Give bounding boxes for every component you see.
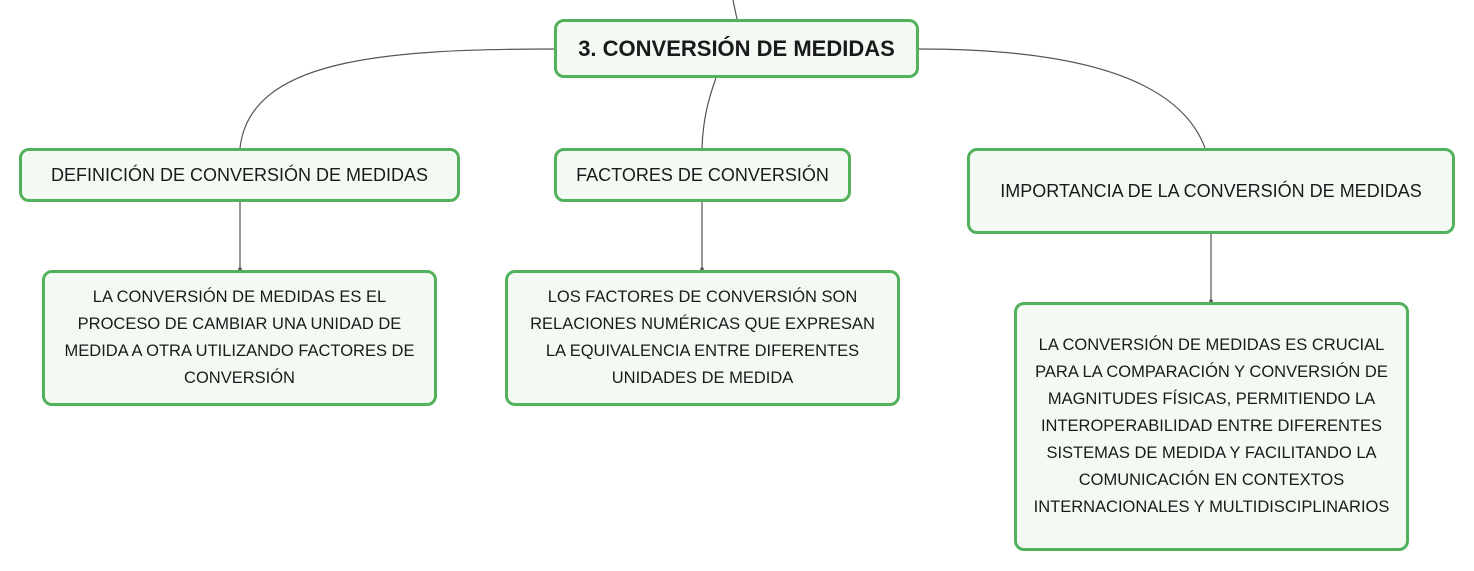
link-root-to-factores bbox=[701, 77, 717, 149]
root-topic-label: 3. CONVERSIÓN DE MEDIDAS bbox=[578, 35, 895, 61]
subtopic-factores-text: LOS FACTORES DE CONVERSIÓN SON RELACIONE… bbox=[530, 288, 875, 387]
link-parent-to-root bbox=[732, 0, 738, 20]
root-topic[interactable]: 3. CONVERSIÓN DE MEDIDAS bbox=[554, 19, 919, 78]
topic-factores[interactable]: FACTORES DE CONVERSIÓN bbox=[554, 148, 851, 202]
link-root-to-definicion bbox=[239, 48, 555, 149]
topic-importancia-label: IMPORTANCIA DE LA CONVERSIÓN DE MEDIDAS bbox=[1000, 180, 1422, 201]
subtopic-importancia-text: LA CONVERSIÓN DE MEDIDAS ES CRUCIAL PARA… bbox=[1033, 336, 1390, 516]
subtopic-importancia-detail[interactable]: LA CONVERSIÓN DE MEDIDAS ES CRUCIAL PARA… bbox=[1014, 302, 1409, 551]
topic-factores-label: FACTORES DE CONVERSIÓN bbox=[576, 164, 829, 185]
topic-definicion-label: DEFINICIÓN DE CONVERSIÓN DE MEDIDAS bbox=[50, 164, 429, 185]
subtopic-definicion-detail[interactable]: LA CONVERSIÓN DE MEDIDAS ES EL PROCESO D… bbox=[42, 270, 437, 406]
subtopic-factores-detail[interactable]: LOS FACTORES DE CONVERSIÓN SON RELACIONE… bbox=[505, 270, 900, 406]
topic-definicion[interactable]: DEFINICIÓN DE CONVERSIÓN DE MEDIDAS bbox=[19, 148, 460, 202]
topic-importancia[interactable]: IMPORTANCIA DE LA CONVERSIÓN DE MEDIDAS bbox=[967, 148, 1455, 234]
subtopic-definicion-text: LA CONVERSIÓN DE MEDIDAS ES EL PROCESO D… bbox=[64, 288, 415, 387]
link-root-to-importancia bbox=[918, 48, 1206, 149]
